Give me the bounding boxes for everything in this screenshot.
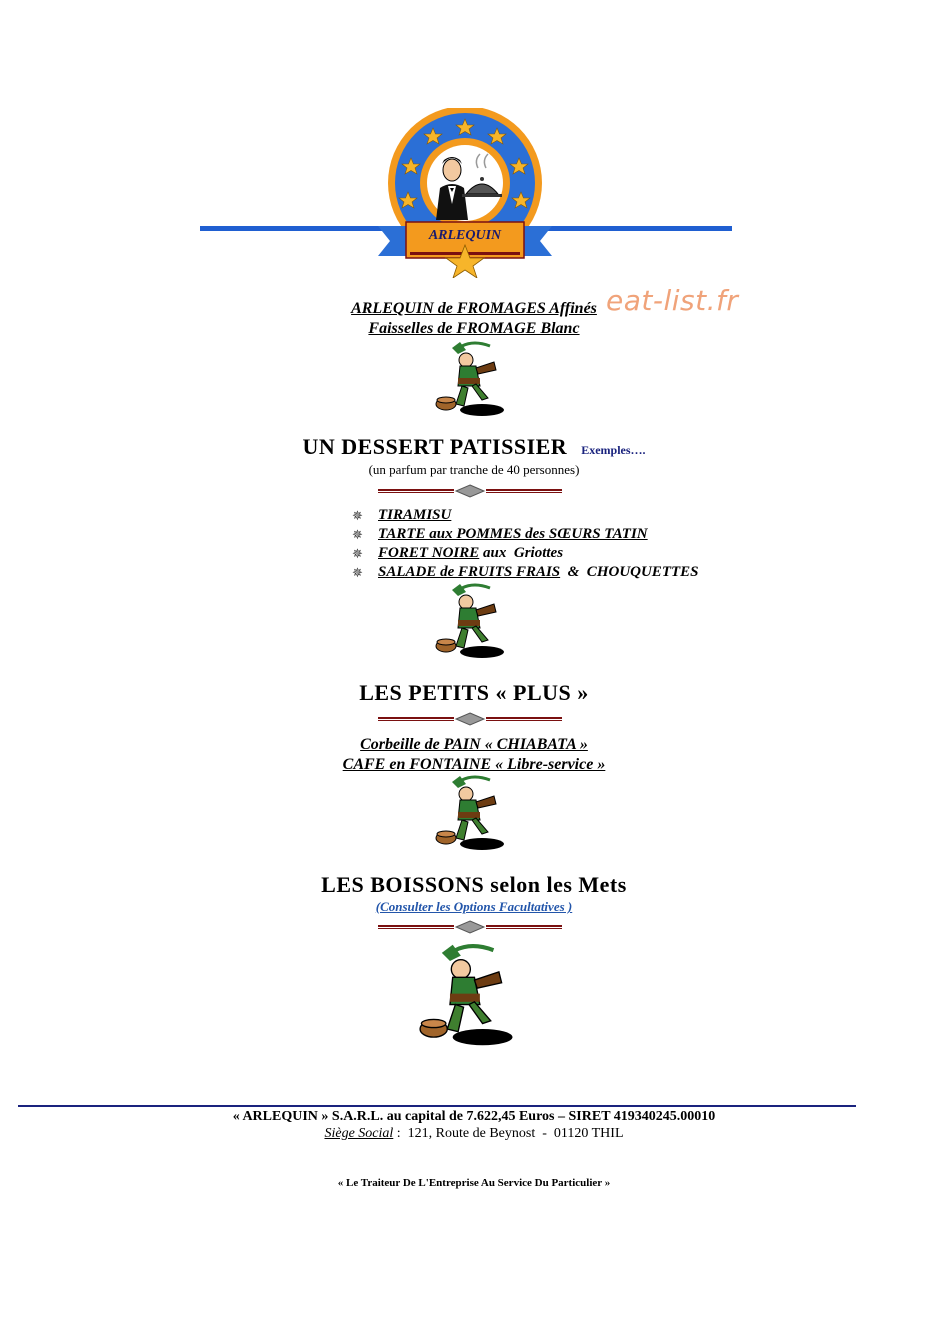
list-item: ✵ FORET NOIRE aux Griottes [352, 545, 564, 561]
star-bullet-icon: ✵ [352, 527, 363, 542]
plus-line-2: CAFE en FONTAINE « Libre-service » [342, 756, 606, 773]
dessert-heading: UN DESSERT PATISSIER Exemples…. [0, 434, 948, 460]
ornament-divider [378, 920, 562, 934]
footer-tagline: « Le Traiteur De L'Entreprise Au Service… [337, 1177, 611, 1189]
dessert-title: UN DESSERT PATISSIER [302, 434, 568, 459]
arlequin-logo [200, 106, 732, 279]
plus-line-1: Corbeille de PAIN « CHIABATA » [360, 736, 588, 753]
logo-header: ARLEQUIN [196, 106, 736, 279]
harlequin-figure-icon [432, 774, 512, 857]
harlequin-figure-icon [432, 582, 512, 665]
plus-title: LES PETITS « PLUS » [359, 680, 589, 705]
drinks-link-wrap: (Consulter les Options Facultatives ) [0, 898, 948, 916]
star-bullet-icon: ✵ [352, 508, 363, 523]
drinks-title: LES BOISSONS selon les Mets [321, 872, 627, 897]
cheese-line-1: ARLEQUIN de FROMAGES Affinés [351, 300, 597, 317]
footer-siege: Siège Social : 121, Route de Beynost - 0… [0, 1126, 948, 1142]
star-bullet-icon: ✵ [352, 565, 363, 580]
watermark-text: eat-list.fr [606, 284, 739, 317]
ornament-divider [378, 484, 562, 498]
cheese-line-2: Faisselles de FROMAGE Blanc [368, 320, 580, 337]
harlequin-figure-icon [432, 340, 512, 423]
logo-banner-text: ARLEQUIN [428, 228, 502, 243]
siege-label: Siège Social [324, 1126, 394, 1141]
footer-company: « ARLEQUIN » S.A.R.L. au capital de 7.62… [232, 1109, 716, 1124]
list-item: ✵ TIRAMISU [352, 507, 452, 523]
list-item: ✵ TARTE aux POMMES des SŒURS TATIN [352, 526, 648, 542]
footer-rule [18, 1105, 856, 1107]
dessert-list: ✵ TIRAMISU ✵ TARTE aux POMMES des SŒURS … [352, 506, 699, 582]
waiter-icon [436, 153, 502, 220]
siege-address: : 121, Route de Beynost - 01120 THIL [393, 1126, 624, 1141]
options-link[interactable]: (Consulter les Options Facultatives ) [375, 899, 573, 914]
star-bullet-icon: ✵ [352, 546, 363, 561]
dessert-subtitle: (un parfum par tranche de 40 personnes) [368, 462, 580, 477]
list-item: ✵ SALADE de FRUITS FRAIS & CHOUQUETTES [352, 564, 699, 580]
dessert-examples: Exemples…. [581, 443, 646, 457]
harlequin-figure-icon [414, 942, 524, 1053]
ornament-divider [378, 712, 562, 726]
